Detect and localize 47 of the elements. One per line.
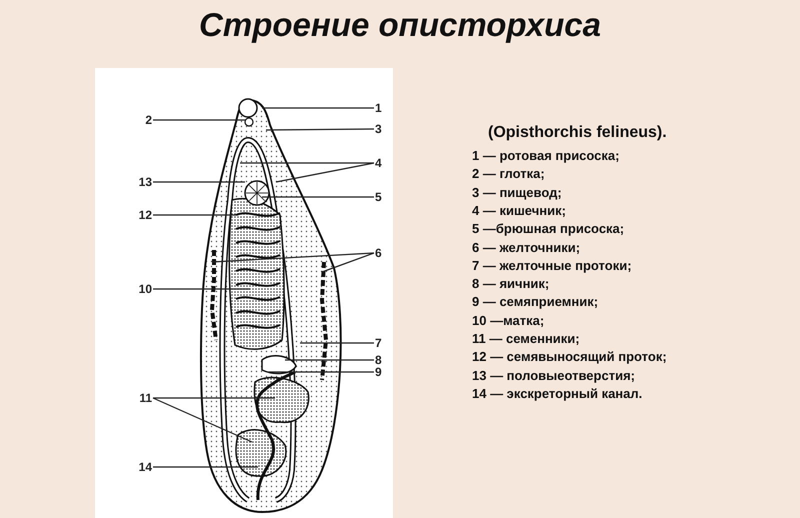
callout-number: 11 <box>139 391 152 405</box>
callout-number: 4 <box>375 156 382 170</box>
callout-number: 5 <box>375 190 382 204</box>
key-entry: 4 — кишечник; <box>472 202 566 219</box>
key-entry: 1 — ротовая присоска; <box>472 148 620 164</box>
leader-line <box>152 397 252 443</box>
leader-line <box>300 342 374 344</box>
leader-line <box>262 107 374 109</box>
key-entry: 13 — половыеотверстия; <box>472 368 635 384</box>
callout-number: 7 <box>375 336 382 350</box>
callout-number: 8 <box>375 353 382 367</box>
leader-line <box>153 119 246 121</box>
callout-number: 12 <box>138 208 152 222</box>
leader-line <box>153 214 236 216</box>
key-entry: 7 — желточные протоки; <box>472 258 632 274</box>
leader-line <box>153 288 250 290</box>
species-name: (Opisthorchis felineus). <box>488 124 667 142</box>
key-entry: 5 —брюшная присоска; <box>472 221 624 238</box>
callout-number: 9 <box>375 365 382 379</box>
key-entry: 6 — желточники; <box>472 240 580 256</box>
leader-line <box>322 252 374 273</box>
callout-number: 3 <box>375 122 382 136</box>
leader-line <box>262 196 374 198</box>
key-entry: 12 — семявыносящий проток; <box>472 349 667 366</box>
leader-line <box>268 371 374 373</box>
callout-number: 6 <box>375 246 382 260</box>
callout-number: 10 <box>138 282 152 296</box>
leader-line <box>153 466 258 468</box>
leader-line <box>285 359 374 361</box>
key-entry: 3 — пищевод; <box>472 184 562 201</box>
callout-number: 14 <box>138 460 152 474</box>
key-entry: 9 — семяприемник; <box>472 294 598 310</box>
callout-number: 13 <box>138 175 152 189</box>
key-entry: 14 — экскреторный канал. <box>472 386 642 402</box>
key-entry: 11 — семенники; <box>472 331 580 347</box>
leader-line <box>266 128 374 131</box>
title: Строение описторхиса <box>198 6 602 44</box>
leader-line <box>153 181 245 183</box>
leader-line <box>276 162 374 183</box>
leader-line <box>240 162 374 164</box>
callout-number: 2 <box>145 113 152 127</box>
key-entry: 2 — глотка; <box>472 166 545 182</box>
callout-number: 1 <box>375 101 382 115</box>
key-entry: 10 —матка; <box>472 312 544 329</box>
leader-line <box>212 252 374 263</box>
key-entry: 8 — яичник; <box>472 276 550 292</box>
leader-line <box>153 397 275 399</box>
